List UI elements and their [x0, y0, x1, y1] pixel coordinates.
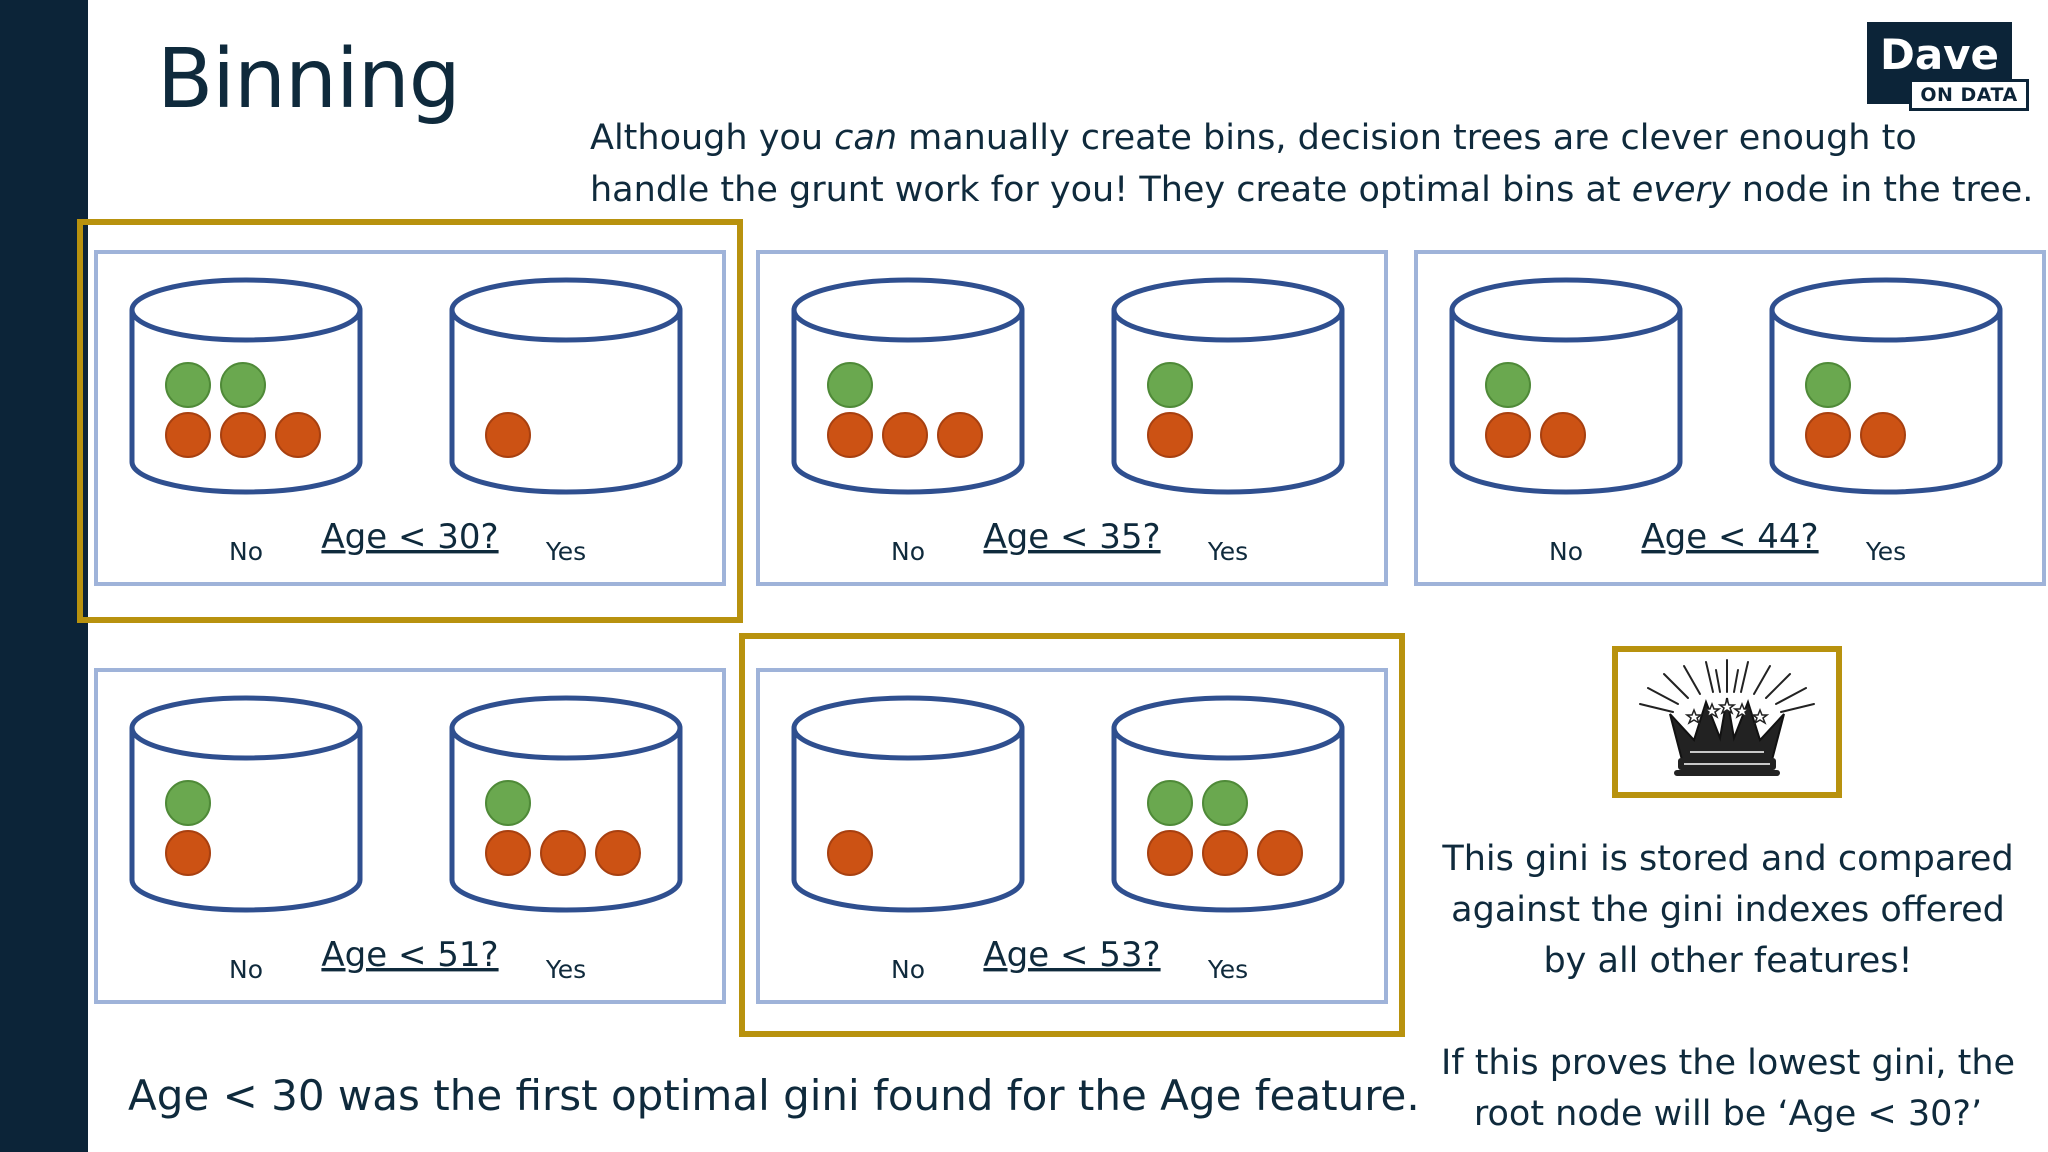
- slide-title: Binning: [157, 32, 461, 127]
- gini-stored-note: This gini is stored and compared against…: [1418, 834, 2038, 987]
- note-2-line-1: If this proves the lowest gini, the: [1440, 1043, 2016, 1083]
- cylinder-lid: [791, 695, 1025, 761]
- bin-cylinder-no: [791, 695, 1025, 913]
- no-label: No: [891, 537, 925, 566]
- optimal-highlight-frame: [739, 633, 1405, 1037]
- split-condition-label: Age < 44?: [1641, 517, 1818, 557]
- note-1-line-1: This gini is stored and compared: [1442, 839, 2014, 879]
- red-sample-dot: [937, 412, 983, 458]
- red-sample-dot: [1147, 830, 1193, 876]
- red-sample-dot: [165, 830, 211, 876]
- crown-icon: [1639, 659, 1815, 776]
- intro-line-1-emphasis: can: [834, 118, 898, 158]
- green-sample-dot: [165, 362, 211, 408]
- green-sample-dot: [1805, 362, 1851, 408]
- split-panel-1: No Yes Age < 30?: [77, 219, 743, 623]
- green-sample-dot: [1485, 362, 1531, 408]
- red-sample-dot: [165, 412, 211, 458]
- cylinder-lid: [1111, 695, 1345, 761]
- red-sample-dot: [1202, 830, 1248, 876]
- yes-label: Yes: [1207, 537, 1248, 566]
- cylinder-lid: [449, 695, 683, 761]
- intro-line-2-post: node in the tree.: [1730, 170, 2034, 210]
- red-sample-dot: [1540, 412, 1586, 458]
- split-panel-4: No Yes Age < 51?: [94, 668, 726, 1004]
- green-sample-dot: [220, 362, 266, 408]
- intro-line-2: handle the grunt work for you! They crea…: [590, 164, 2033, 216]
- green-sample-dot: [1147, 780, 1193, 826]
- cylinder-lid: [1769, 277, 2003, 343]
- no-label: No: [891, 955, 925, 984]
- no-label: No: [1549, 537, 1583, 566]
- note-1-line-2: against the gini indexes offered: [1451, 890, 2005, 930]
- red-sample-dot: [882, 412, 928, 458]
- green-sample-dot: [485, 780, 531, 826]
- red-sample-dot: [827, 412, 873, 458]
- red-sample-dot: [275, 412, 321, 458]
- bin-cylinder-yes: [449, 277, 683, 495]
- intro-text: Although you can manually create bins, d…: [590, 112, 2033, 216]
- note-1-line-3: by all other features!: [1543, 941, 1913, 981]
- no-label: No: [229, 955, 263, 984]
- red-sample-dot: [485, 412, 531, 458]
- logo-name: Dave: [1879, 30, 2000, 79]
- intro-line-2-pre: handle the grunt work for you! They crea…: [590, 170, 1632, 210]
- yes-label: Yes: [1207, 955, 1248, 984]
- split-panel-frame: [1414, 250, 2046, 586]
- green-sample-dot: [165, 780, 211, 826]
- optimal-highlight-frame: [77, 219, 743, 623]
- yes-label: Yes: [545, 955, 586, 984]
- yes-label: Yes: [545, 537, 586, 566]
- cylinder-lid: [129, 695, 363, 761]
- crown-frame: [1612, 646, 1842, 798]
- red-sample-dot: [1257, 830, 1303, 876]
- red-sample-dot: [485, 830, 531, 876]
- cylinder-lid: [791, 277, 1025, 343]
- green-sample-dot: [1147, 362, 1193, 408]
- logo-tag: ON DATA: [1909, 79, 2029, 111]
- no-label: No: [229, 537, 263, 566]
- red-sample-dot: [540, 830, 586, 876]
- green-sample-dot: [1202, 780, 1248, 826]
- yes-label: Yes: [1865, 537, 1906, 566]
- split-condition-label: Age < 30?: [321, 517, 498, 557]
- split-panel-frame: [94, 668, 726, 1004]
- split-panel-3: No Yes Age < 44?: [1414, 250, 2046, 586]
- split-condition-label: Age < 51?: [321, 935, 498, 975]
- red-sample-dot: [1147, 412, 1193, 458]
- split-panel-frame: [756, 250, 1388, 586]
- intro-line-1: Although you can manually create bins, d…: [590, 112, 2030, 164]
- dave-on-data-logo: Dave ON DATA: [1867, 22, 2030, 112]
- cylinder-lid: [129, 277, 363, 343]
- left-accent-bar: [0, 0, 88, 1152]
- conclusion-text: Age < 30 was the first optimal gini foun…: [128, 1071, 1420, 1120]
- green-sample-dot: [827, 362, 873, 408]
- cylinder-lid: [1111, 277, 1345, 343]
- split-condition-label: Age < 35?: [983, 517, 1160, 557]
- red-sample-dot: [1805, 412, 1851, 458]
- red-sample-dot: [1860, 412, 1906, 458]
- red-sample-dot: [827, 830, 873, 876]
- red-sample-dot: [595, 830, 641, 876]
- intro-line-1-pre: Although you: [590, 118, 835, 158]
- split-panel-frame: [756, 668, 1388, 1004]
- note-2-line-2: root node will be ‘Age < 30?’: [1473, 1094, 1983, 1134]
- red-sample-dot: [1485, 412, 1531, 458]
- cylinder-lid: [1449, 277, 1683, 343]
- split-panel-2: No Yes Age < 35?: [756, 250, 1388, 586]
- intro-line-2-emphasis: every: [1631, 170, 1731, 210]
- split-panel-5: No Yes Age < 53?: [739, 633, 1405, 1037]
- split-condition-label: Age < 53?: [983, 935, 1160, 975]
- cylinder-lid: [449, 277, 683, 343]
- red-sample-dot: [220, 412, 266, 458]
- root-node-note: If this proves the lowest gini, the root…: [1418, 1038, 2038, 1140]
- split-panel-frame: [94, 250, 726, 586]
- intro-line-1-post: manually create bins, decision trees are…: [897, 118, 1917, 158]
